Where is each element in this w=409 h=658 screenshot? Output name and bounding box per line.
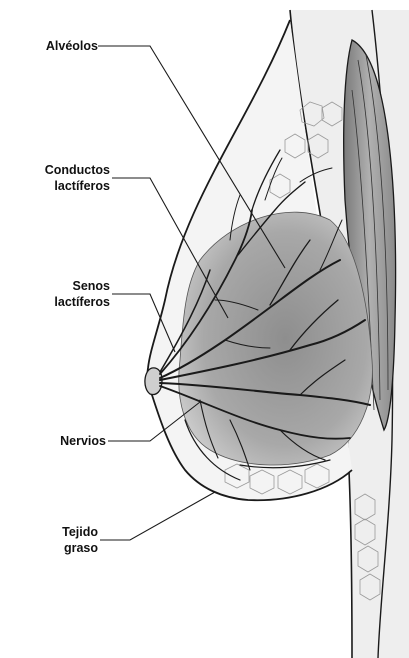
label-senos-line2: lactíferos	[34, 294, 110, 310]
label-conductos-line2: lactíferos	[34, 178, 110, 194]
label-tejido-line1: Tejido	[28, 524, 98, 540]
label-alveolos: Alvéolos	[28, 38, 98, 54]
label-conductos-lactiferos: Conductos lactíferos	[34, 162, 110, 194]
leader-tejido	[100, 492, 215, 540]
label-senos-lactiferos: Senos lactíferos	[34, 278, 110, 310]
label-conductos-line1: Conductos	[34, 162, 110, 178]
label-nervios: Nervios	[30, 433, 106, 449]
label-senos-line1: Senos	[34, 278, 110, 294]
label-tejido-line2: graso	[28, 540, 98, 556]
label-tejido-graso: Tejido graso	[28, 524, 98, 556]
